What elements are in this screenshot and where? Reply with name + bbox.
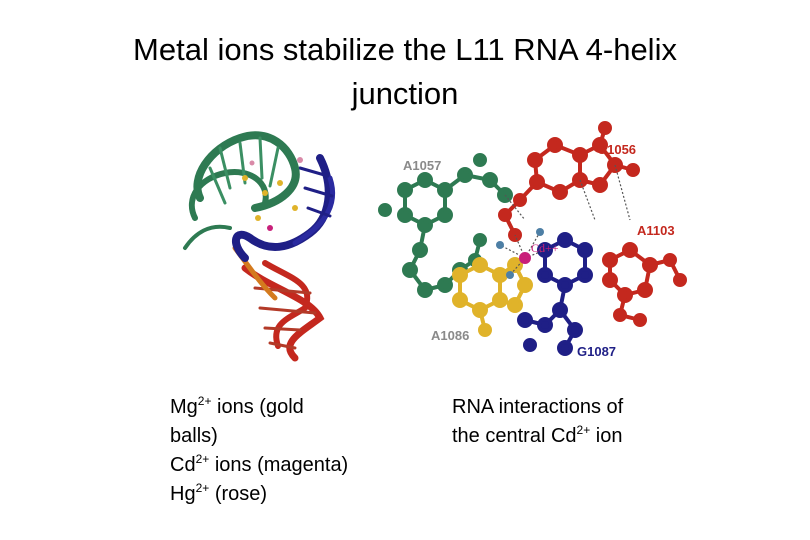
left-caption-line-2: balls) [170,425,218,447]
label-g1087: G1087 [577,344,616,359]
label-a1057: A1057 [403,158,441,173]
right-caption-line-1: RNA interactions of [452,396,624,418]
slide-title: Metal ions stabilize the L11 RNA 4-helix… [0,28,810,116]
title-line-1: Metal ions stabilize the L11 RNA 4-helix [133,32,677,67]
label-a1086: A1086 [431,328,469,343]
left-caption-line-1: Mg2+ ions (gold [170,394,304,418]
title-line-2: junction [351,76,459,111]
label-cd: Cd++ [531,241,559,255]
left-caption-line-3: Cd2+ ions (magenta) [170,452,349,476]
right-caption-line-2: the central Cd2+ ion [452,423,623,447]
left-caption-line-4: Hg2+ (rose) [170,481,268,505]
cd-interaction-ball-stick-image: A1057 G1056 A1103 Cd++ A1086 G1087 [378,121,687,359]
left-caption: Mg2+ ions (gold balls) Cd2+ ions (magent… [170,393,348,509]
rna-ribbon-structure-image [183,131,336,362]
right-caption: RNA interactions of the central Cd2+ ion [452,393,623,451]
label-g1056: G1056 [597,142,636,157]
label-a1103: A1103 [637,223,675,238]
